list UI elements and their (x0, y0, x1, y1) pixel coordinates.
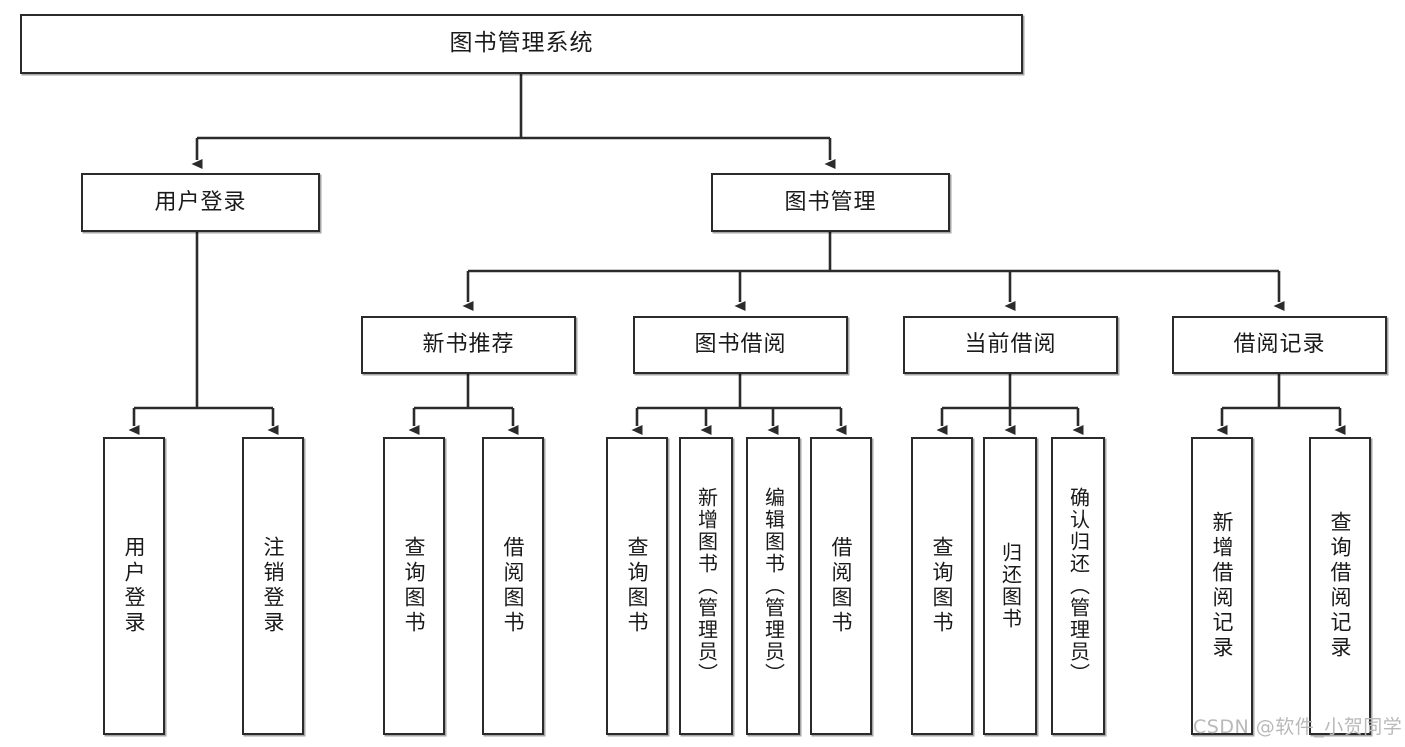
node-label: 新增图书（管理员） (694, 487, 719, 685)
leaf-record-query-borrow-record[interactable]: 查询借阅记录 (1309, 437, 1371, 735)
leaf-current-query-book[interactable]: 查询图书 (911, 437, 973, 735)
node-label: 新书推荐 (422, 332, 515, 358)
leaf-borrow-edit-book-admin[interactable]: 编辑图书（管理员） (746, 437, 800, 735)
node-user-login[interactable]: 用户登录 (81, 173, 320, 232)
node-label: 当前借阅 (964, 332, 1057, 358)
node-label: 查询图书 (402, 536, 427, 636)
node-label: 归还图书 (998, 542, 1023, 630)
node-label: 图书管理 (784, 189, 877, 215)
leaf-recommend-borrow-book[interactable]: 借阅图书 (482, 437, 544, 735)
leaf-user-login-login[interactable]: 用户登录 (103, 437, 165, 735)
node-label: 确认归还（管理员） (1066, 487, 1091, 685)
node-label: 借阅记录 (1233, 332, 1326, 358)
node-label: 查询借阅记录 (1328, 511, 1353, 661)
node-label: 编辑图书（管理员） (761, 487, 786, 685)
node-label: 查询图书 (930, 536, 955, 636)
leaf-current-return-book[interactable]: 归还图书 (983, 437, 1037, 735)
node-label: 借阅图书 (501, 536, 526, 636)
csdn-watermark: CSDN @软件_小贺同学 (1193, 716, 1403, 738)
node-borrow-record[interactable]: 借阅记录 (1172, 316, 1387, 374)
node-label: 查询图书 (625, 536, 650, 636)
node-book-management[interactable]: 图书管理 (711, 173, 950, 232)
node-label: 图书借阅 (694, 332, 787, 358)
leaf-borrow-query-book[interactable]: 查询图书 (606, 437, 668, 735)
leaf-borrow-borrow-book[interactable]: 借阅图书 (810, 437, 872, 735)
leaf-borrow-add-book-admin[interactable]: 新增图书（管理员） (679, 437, 733, 735)
node-label: 图书管理系统 (449, 30, 594, 57)
node-label: 借阅图书 (829, 536, 854, 636)
node-label: 用户登录 (122, 536, 147, 636)
leaf-user-login-logout[interactable]: 注销登录 (242, 437, 304, 735)
leaf-recommend-query-book[interactable]: 查询图书 (383, 437, 445, 735)
node-current-borrow[interactable]: 当前借阅 (903, 316, 1118, 374)
leaf-current-confirm-return-admin[interactable]: 确认归还（管理员） (1051, 437, 1105, 735)
node-label: 用户登录 (154, 189, 247, 215)
node-label: 注销登录 (261, 536, 286, 636)
node-new-book-recommend[interactable]: 新书推荐 (361, 316, 576, 374)
node-label: 新增借阅记录 (1210, 511, 1235, 661)
node-book-borrow[interactable]: 图书借阅 (633, 316, 848, 374)
leaf-record-add-borrow-record[interactable]: 新增借阅记录 (1191, 437, 1253, 735)
node-root-book-management-system[interactable]: 图书管理系统 (20, 14, 1023, 74)
